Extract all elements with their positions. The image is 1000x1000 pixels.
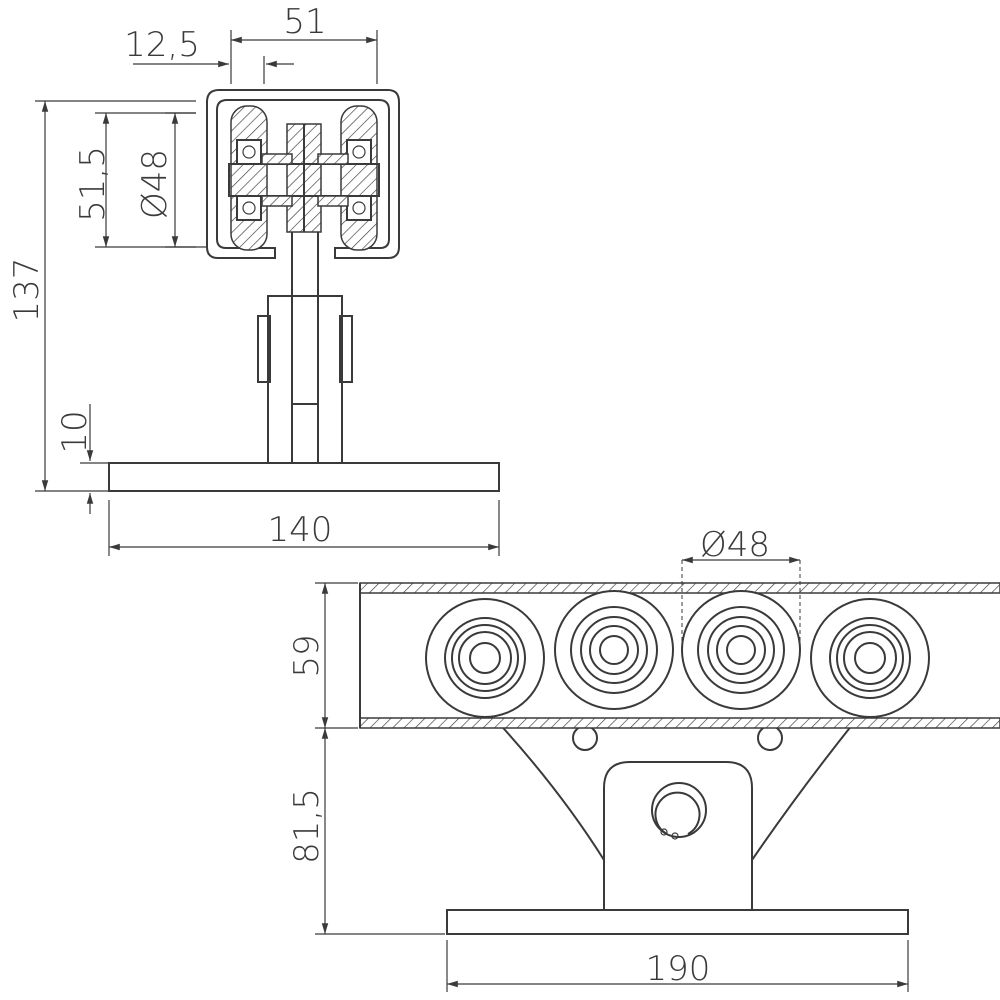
dim-side-plate-width: 140 — [268, 510, 333, 550]
front-hole-right — [757, 725, 783, 751]
side-c-profile — [206, 89, 400, 259]
dim-side-carriage-width: 51 — [283, 2, 326, 42]
front-wheel-4 — [810, 598, 930, 718]
front-bracket-body — [493, 719, 859, 911]
side-bracket-boss-left — [257, 315, 271, 383]
side-base-plate — [108, 462, 500, 492]
dim-side-wheel-diameter: Ø48 — [135, 149, 175, 219]
front-hole-left — [572, 725, 598, 751]
side-stem — [291, 227, 319, 464]
dim-front-wheel-diameter: Ø48 — [700, 525, 770, 565]
side-wheel-right — [340, 105, 378, 251]
front-base-plate — [446, 909, 909, 935]
front-wheel-1 — [425, 598, 545, 718]
front-track-top — [359, 582, 1000, 594]
front-wheel-2 — [554, 590, 674, 710]
dim-side-carriage-height: 51,5 — [73, 146, 113, 222]
side-view: 51 12,5 137 51,5 Ø48 10 140 — [7, 2, 500, 556]
side-bracket — [267, 295, 343, 464]
front-axle-bore — [651, 782, 707, 838]
front-track-bottom — [359, 717, 1000, 729]
side-wheel-left — [230, 105, 268, 251]
dim-side-plate-thickness: 10 — [55, 410, 95, 453]
front-view: Ø48 59 81,5 190 — [287, 525, 1000, 992]
front-upright-block — [603, 761, 753, 910]
dim-front-track-height: 59 — [287, 634, 327, 677]
dim-side-total-height: 137 — [7, 258, 47, 323]
dim-front-plate-width: 190 — [646, 949, 711, 989]
side-bracket-boss-right — [339, 315, 353, 383]
side-axle — [228, 163, 380, 197]
dim-front-bracket-height: 81,5 — [287, 788, 327, 864]
dim-side-wall-thickness: 12,5 — [124, 25, 200, 65]
front-wheel-3 — [681, 590, 801, 710]
